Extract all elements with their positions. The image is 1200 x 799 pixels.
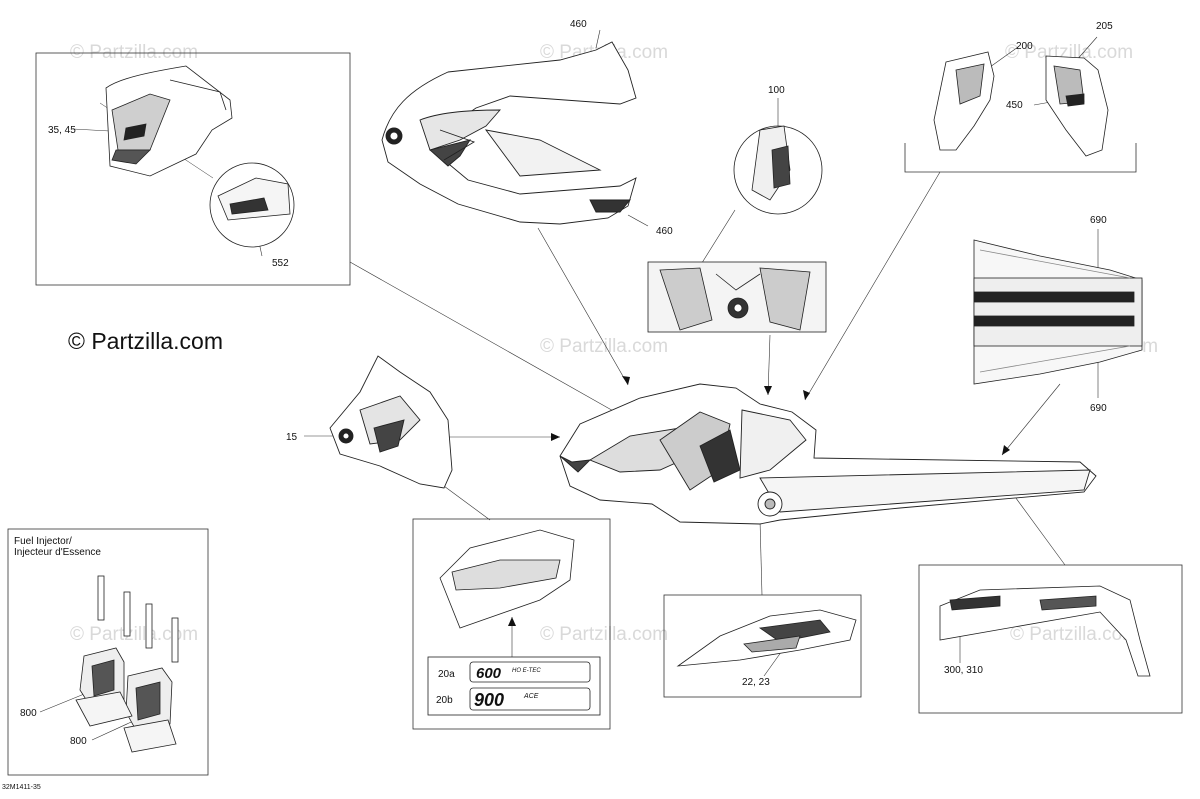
decal-20a-number: 600 [476,665,502,682]
magnifier-console [733,125,823,215]
fuel-injector-assembly [75,575,179,753]
fuel-injector-title-fr: Injecteur d'Essence [14,547,101,558]
console-strip [647,261,827,333]
callout-15: 15 [286,432,298,443]
arrow-heads [508,376,1010,626]
front-nose-panel [329,355,453,489]
diagram-code: 32M1411-35 [2,784,41,791]
decal-badges: 600 HO E-TEC 900 ACE [474,665,541,710]
decal-inset-art [427,529,601,716]
watermark: © Partzilla.com [1010,624,1138,645]
hood-inset-panel [105,65,295,248]
callout-205: 205 [1096,21,1113,32]
tunnel-inset-art [939,585,1151,677]
inset-frame-fuel-injector [7,528,209,776]
inset-frames [7,52,1183,776]
watermark: © Partzilla.com [540,624,668,645]
callout-690: 690 [1090,215,1107,226]
decal-20a-suffix: HO E-TEC [512,668,541,674]
sled-assembly [559,383,1097,525]
fuel-injector-title-en: Fuel Injector/ [14,536,72,547]
inset-frame-tunnel [918,564,1183,714]
callout-35-45: 35, 45 [48,125,76,136]
watermark: © Partzilla.com [540,336,668,357]
callout-690: 690 [1090,403,1107,414]
callout-800: 800 [20,708,37,719]
callout-100: 100 [768,85,785,96]
callout-552: 552 [272,258,289,269]
side-panels-pair [933,51,1109,157]
callout-200: 200 [1016,41,1033,52]
callout-20a: 20a [438,669,455,680]
tunnel-top-view [973,239,1143,385]
callout-450: 450 [1006,100,1023,111]
copyright-notice: © Partzilla.com [68,328,223,354]
inset-frame-hood [35,52,351,286]
callout-22-23: 22, 23 [742,677,770,688]
watermark: © Partzilla.com [1005,42,1133,63]
decal-20b-suffix: ACE [523,693,539,700]
callout-20b: 20b [436,695,453,706]
callout-460: 460 [656,226,673,237]
bracket-side-panels [904,143,1137,173]
inset-frame-decal [412,518,611,730]
callout-labels: 460 460 205 200 450 100 35, 45 552 690 6… [20,19,1113,747]
side-panel-inset-art [676,609,857,667]
watermark: © Partzilla.com [70,42,198,63]
callout-460: 460 [570,19,587,30]
watermarks: © Partzilla.com © Partzilla.com © Partzi… [70,42,1158,645]
watermark: © Partzilla.com [70,624,198,645]
callout-800: 800 [70,736,87,747]
decal-20b-number: 900 [474,690,504,710]
callout-300-310: 300, 310 [944,665,983,676]
inset-frame-side-panel [663,594,862,698]
fuel-injector-title: Fuel Injector/ Injecteur d'Essence [14,536,101,558]
hood-panel-large [381,41,637,225]
